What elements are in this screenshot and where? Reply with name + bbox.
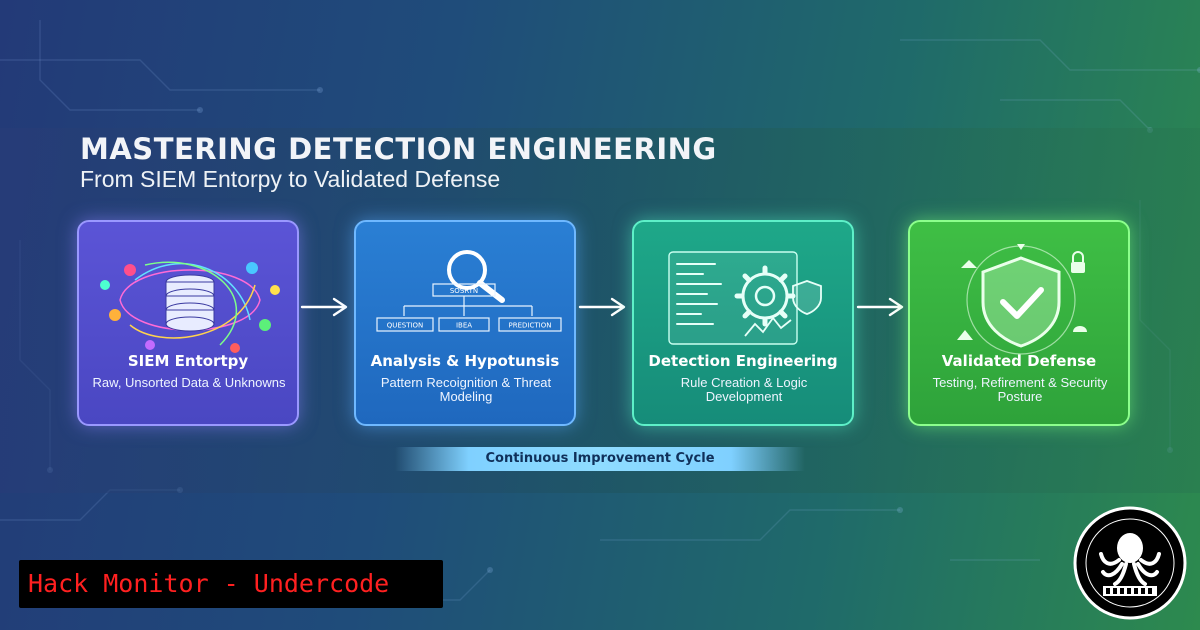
arrow-right-icon	[300, 297, 348, 317]
tree-idea-label: IBEA	[456, 322, 472, 330]
brand-banner: Hack Monitor - Undercode	[19, 560, 443, 608]
arrow-right-icon	[856, 297, 904, 317]
stage-card-validated: Validated Defense Testing, Refirement & …	[908, 220, 1130, 426]
stage-title: SIEM Entortpy	[127, 352, 249, 370]
arrow-right-icon	[578, 297, 626, 317]
tree-root-label: SOSRTN	[450, 287, 478, 295]
magnifier-tree-icon: SOSRTN QUESTION IBEA PREDICTION	[376, 250, 562, 332]
stage-title: Validated Defense	[941, 352, 1097, 370]
shield-check-icon	[957, 244, 1087, 355]
stage-description: Rule Creation & Logic Development	[680, 375, 808, 404]
tree-question-label: QUESTION	[387, 322, 424, 330]
stage-card-detection: Detection Engineering Rule Creation & Lo…	[632, 220, 854, 426]
stage-description: Raw, Unsorted Data & Unknowns	[92, 375, 286, 390]
stage-title: Analysis & Hypotunsis	[370, 352, 560, 370]
page-subtitle: From SIEM Entorpy to Validated Defense	[80, 166, 501, 192]
database-chaos-icon	[100, 261, 280, 353]
stage-description: Pattern Recoignition & Threat Modeling	[380, 375, 552, 404]
stage-card-siem: SIEM Entortpy Raw, Unsorted Data & Unkno…	[77, 220, 299, 426]
stage-card-analysis: SOSRTN QUESTION IBEA PREDICTION Analysis…	[354, 220, 576, 426]
stage-description: Testing, Refirement & Security Posture	[932, 375, 1108, 404]
octopus-logo-icon	[1073, 506, 1187, 620]
code-gear-icon	[668, 251, 822, 345]
page-title: MASTERING DETECTION ENGINEERING	[80, 132, 717, 166]
stage-title: Detection Engineering	[648, 352, 838, 370]
cycle-label: Continuous Improvement Cycle	[485, 451, 715, 466]
tree-prediction-label: PREDICTION	[509, 322, 552, 330]
brand-text: Hack Monitor - Undercode	[28, 569, 390, 598]
cycle-banner: Continuous Improvement Cycle	[395, 447, 805, 471]
